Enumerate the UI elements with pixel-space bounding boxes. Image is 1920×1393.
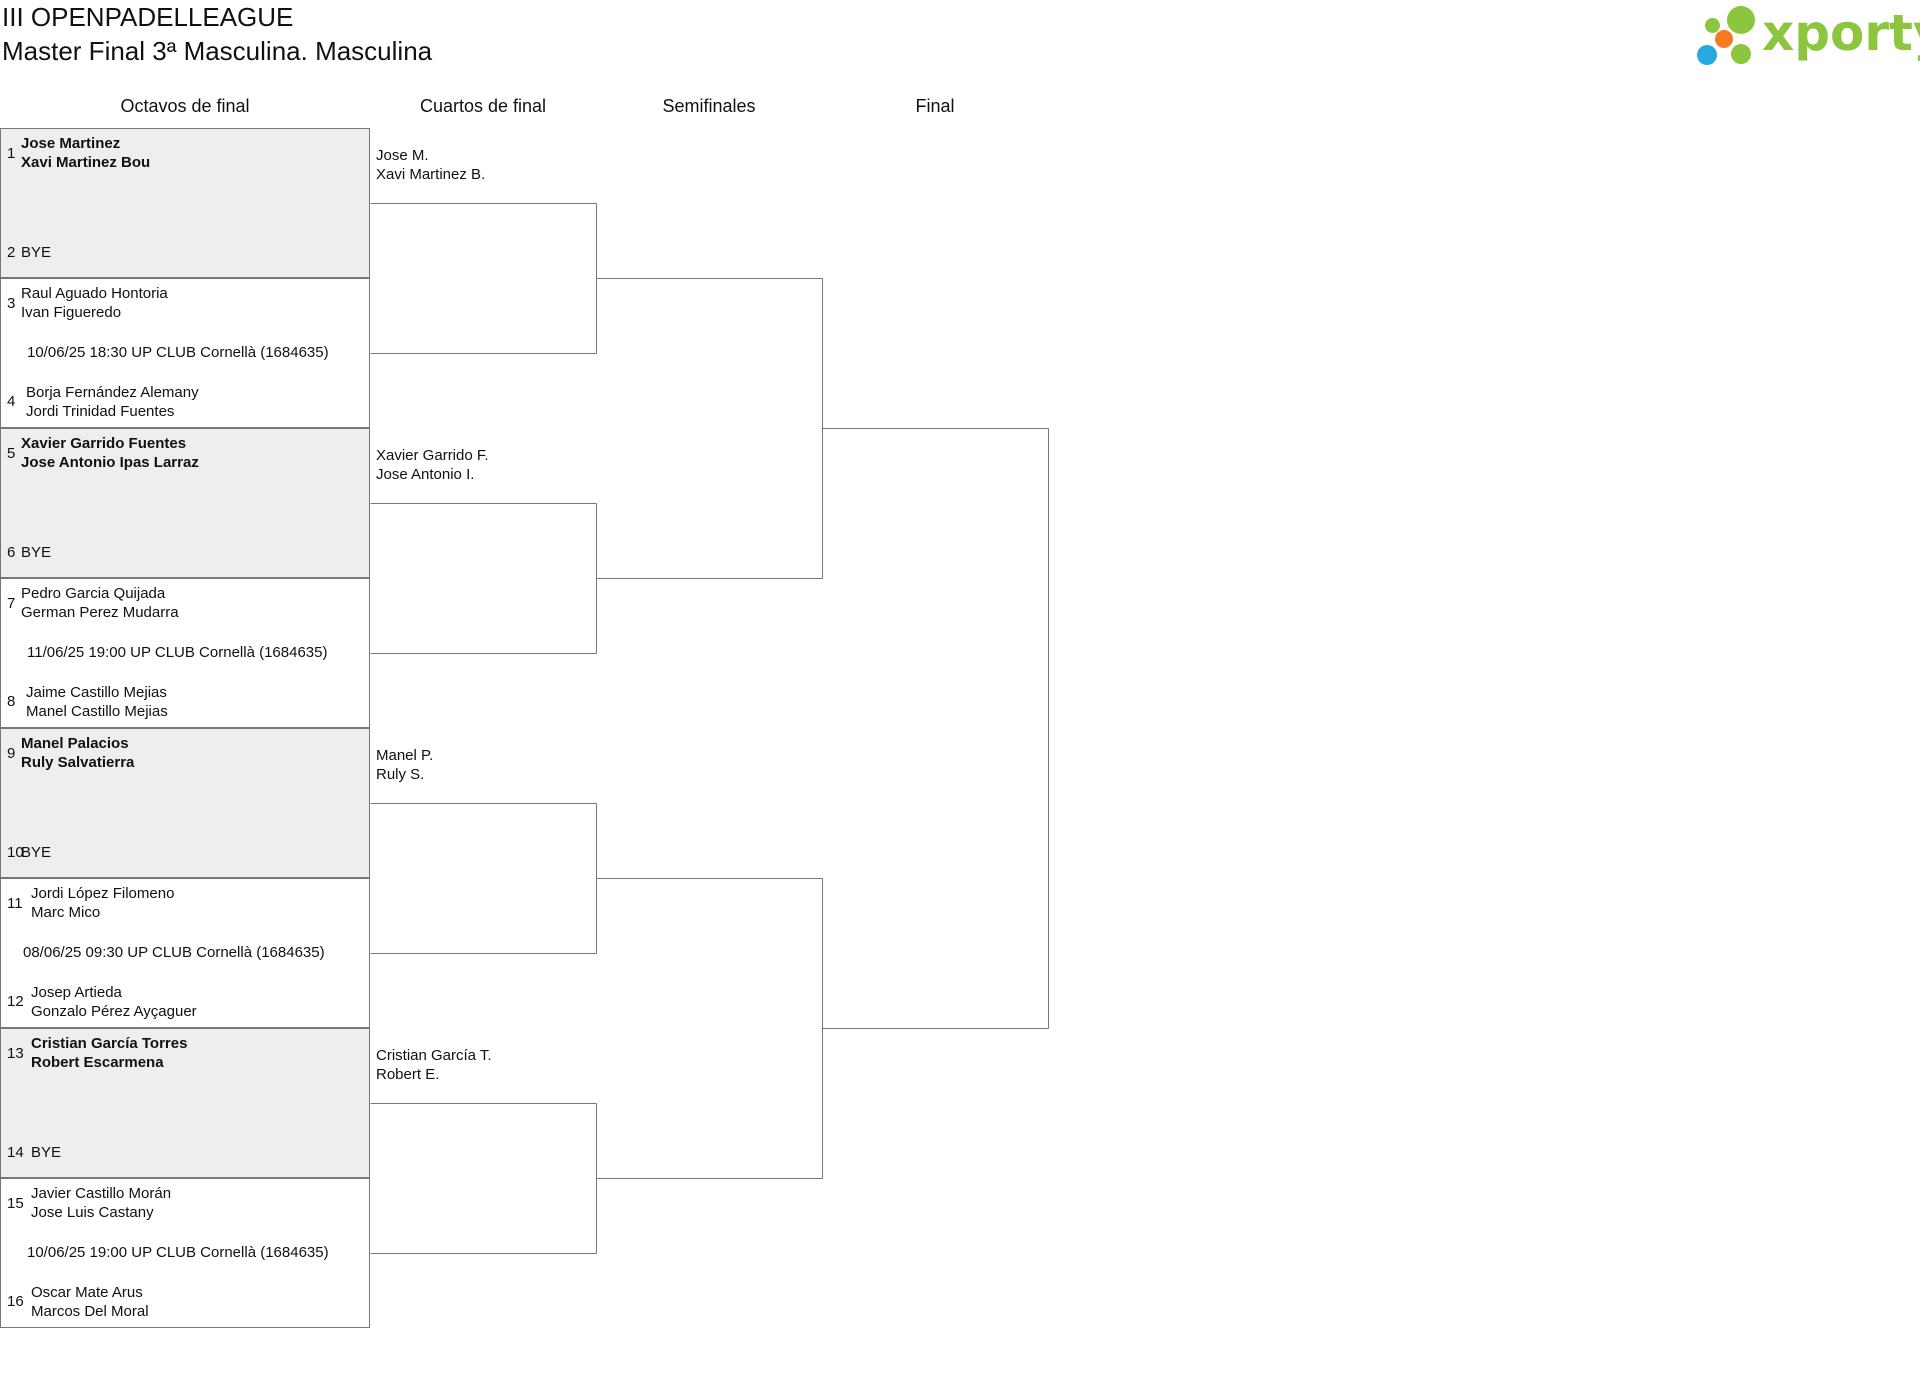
player-name: Jose Luis Castany: [31, 1204, 154, 1221]
category-title: Master Final 3ª Masculina. Masculina: [2, 36, 433, 66]
player-name: Javier Castillo Morán: [31, 1185, 172, 1202]
player-name: Manel Palacios: [21, 735, 129, 752]
match-schedule: 10/06/25 19:00 UP CLUB Cornellà (1684635…: [27, 1244, 329, 1261]
seed-number: 1: [7, 145, 16, 162]
seed-number: 9: [7, 745, 16, 762]
player-name: Robert E.: [376, 1066, 440, 1083]
round-header-final: Final: [915, 96, 955, 116]
quarterfinal-entry: Jose M. Xavi Martinez B.: [376, 146, 485, 184]
quarterfinal-entry: Cristian García T. Robert E.: [376, 1046, 492, 1084]
tournament-title: III OPENPADELLEAGUE: [2, 2, 294, 32]
seed-number: 7: [7, 595, 16, 612]
logo-dot-green-icon: [1727, 6, 1755, 34]
seed-number: 10: [7, 844, 24, 861]
player-name: Jaime Castillo Mejias: [26, 684, 167, 701]
player-name: Borja Fernández Alemany: [26, 384, 199, 401]
seed-number: 8: [7, 693, 16, 710]
player-name: Xavier Garrido Fuentes: [21, 435, 187, 452]
player-name: Ivan Figueredo: [21, 304, 122, 321]
player-name: Robert Escarmena: [31, 1054, 164, 1071]
player-name: Marc Mico: [31, 904, 101, 921]
quarterfinal-entry: Xavier Garrido F. Jose Antonio I.: [376, 446, 489, 484]
player-name: Manel Castillo Mejias: [26, 703, 168, 720]
seed-number: 6: [7, 544, 16, 561]
player-name: Jordi Trinidad Fuentes: [26, 403, 175, 420]
seed-number: 13: [7, 1045, 24, 1062]
seed-number: 11: [7, 895, 23, 912]
player-name: German Perez Mudarra: [21, 604, 179, 621]
player-name: Gonzalo Pérez Ayçaguer: [31, 1003, 197, 1020]
xporty-logo: xporty: [1695, 4, 1920, 70]
bye-label: BYE: [31, 1144, 62, 1161]
player-name: Jose M.: [376, 147, 429, 164]
round-header-semifinales: Semifinales: [662, 96, 756, 116]
player-name: Oscar Mate Arus: [31, 1284, 143, 1301]
match-schedule: 10/06/25 18:30 UP CLUB Cornellà (1684635…: [27, 344, 329, 361]
logo-dot-orange-icon: [1715, 30, 1733, 48]
player-name: Cristian García Torres: [31, 1035, 188, 1052]
logo-dot-blue-icon: [1697, 45, 1717, 65]
seed-number: 12: [7, 993, 24, 1010]
seed-number: 5: [7, 445, 16, 462]
player-name: Jose Antonio Ipas Larraz: [21, 454, 199, 471]
round-header-octavos: Octavos de final: [120, 96, 250, 116]
logo-wordmark: xporty: [1762, 4, 1920, 62]
player-name: Pedro Garcia Quijada: [21, 585, 166, 602]
player-name: Manel P.: [376, 747, 434, 764]
seed-number: 4: [7, 393, 16, 410]
seed-number: 14: [7, 1144, 24, 1161]
seed-number: 16: [7, 1293, 24, 1310]
quarterfinal-entry: Manel P. Ruly S.: [376, 746, 433, 784]
bye-label: BYE: [21, 844, 52, 861]
player-name: Raul Aguado Hontoria: [21, 285, 168, 302]
seed-number: 15: [7, 1195, 24, 1212]
player-name: Xavi Martinez Bou: [21, 154, 151, 171]
player-name: Xavi Martinez B.: [376, 166, 486, 183]
player-name: Ruly S.: [376, 766, 425, 783]
match-schedule: 08/06/25 09:30 UP CLUB Cornellà (1684635…: [23, 944, 325, 961]
player-name: Jose Antonio I.: [376, 466, 475, 483]
player-name: Xavier Garrido F.: [376, 447, 489, 464]
match-schedule: 11/06/25 19:00 UP CLUB Cornellà (1684635…: [27, 644, 328, 661]
seed-number: 3: [7, 295, 16, 312]
bye-label: BYE: [21, 544, 52, 561]
logo-dot-green-bottom-icon: [1731, 44, 1751, 64]
player-name: Ruly Salvatierra: [21, 754, 135, 771]
player-name: Marcos Del Moral: [31, 1303, 149, 1320]
player-name: Josep Artieda: [31, 984, 122, 1001]
bye-label: BYE: [21, 244, 52, 261]
logo-dot-green-small-icon: [1705, 18, 1720, 33]
player-name: Cristian García T.: [376, 1047, 492, 1064]
player-name: Jose Martinez: [21, 135, 121, 152]
player-name: Jordi López Filomeno: [31, 885, 175, 902]
seed-number: 2: [7, 244, 16, 261]
round-header-cuartos: Cuartos de final: [419, 96, 547, 116]
